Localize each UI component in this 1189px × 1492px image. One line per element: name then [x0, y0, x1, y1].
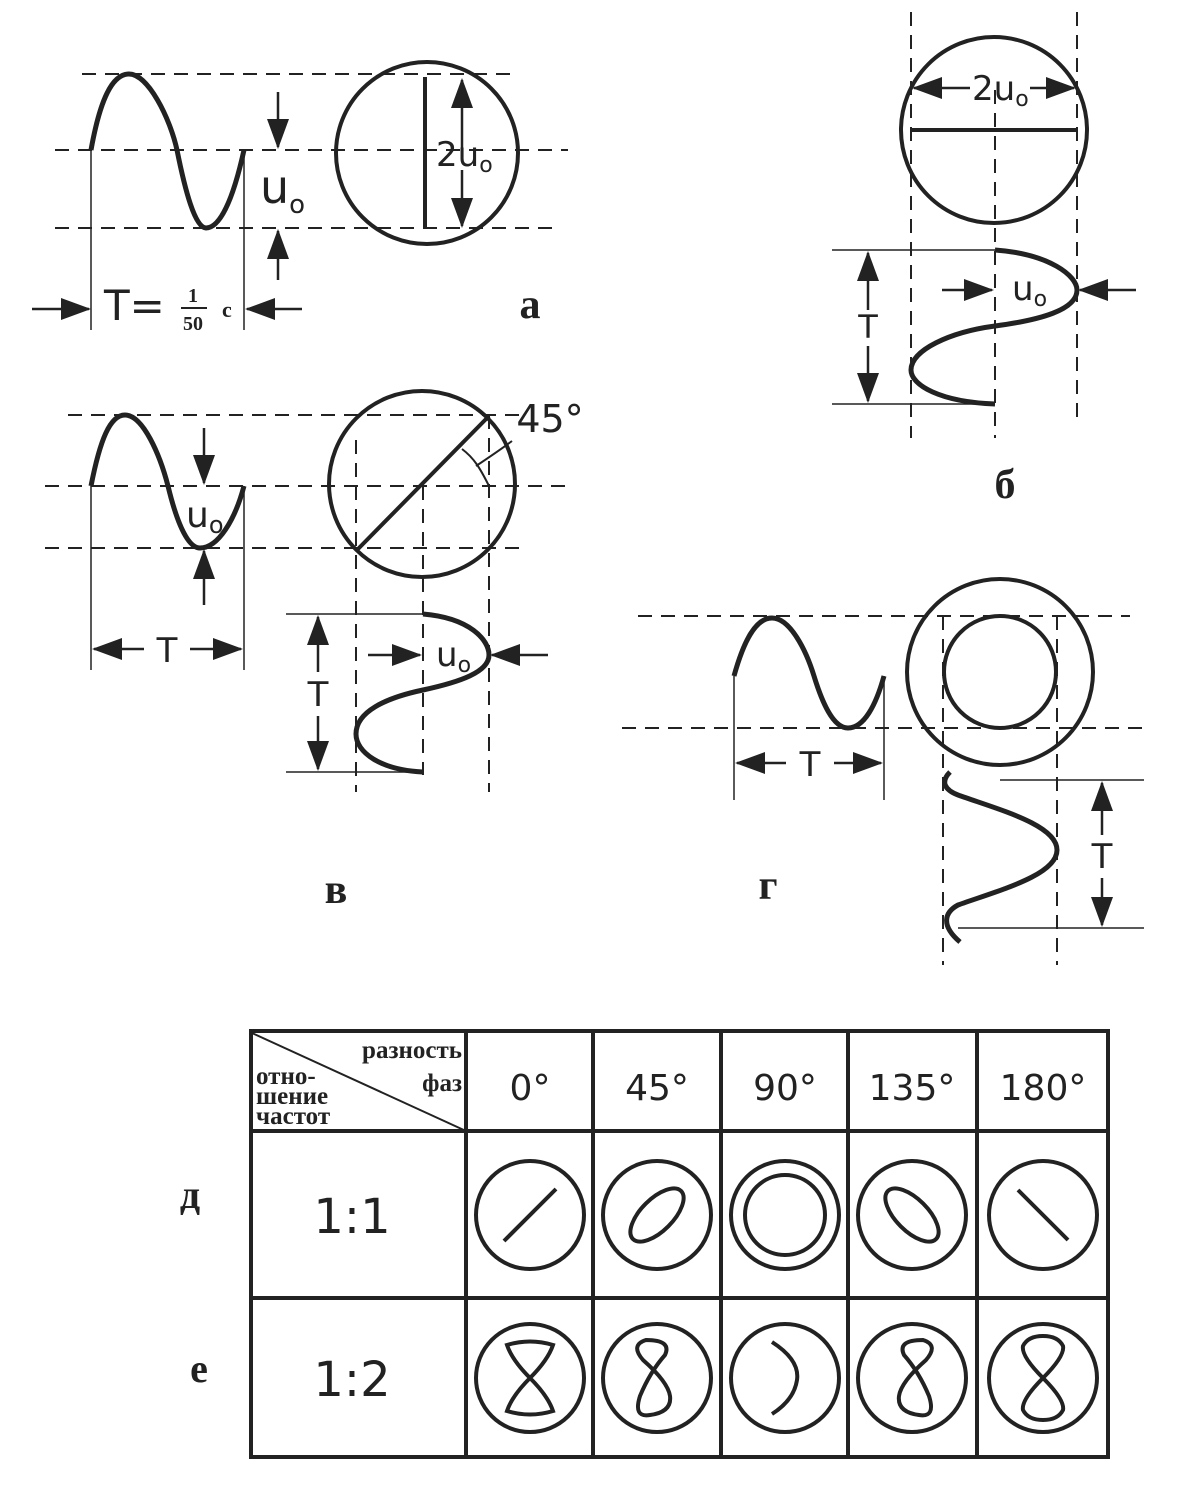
figure-1-2-0-screen [474, 1322, 586, 1434]
panel-a-sine-wave [88, 71, 247, 231]
panel-g-letter: г [758, 863, 777, 909]
header-ratio-label-1: отно- [256, 1063, 316, 1090]
panel-v-period-v-label: T [307, 675, 329, 715]
panel-v-sine-wave-vertical [353, 611, 492, 775]
figure-1-1-45-trace [628, 1186, 686, 1244]
figure-1-1-0-trace [502, 1187, 558, 1243]
panel-g-period-v-label: T [1091, 837, 1113, 877]
panel-b-screen [899, 35, 1089, 225]
table-grid [251, 1031, 1108, 1457]
panel-v-angle-leader [475, 440, 513, 467]
phase-header-45: 45° [625, 1068, 689, 1109]
figure-1-2-180-trace [1020, 1333, 1066, 1423]
ratio-1-2: 1:2 [313, 1352, 390, 1408]
header-phase-label: разность [362, 1037, 462, 1064]
figure-1-1-0-screen [474, 1159, 586, 1271]
panel-g-sine-wave-vertical [942, 770, 1060, 944]
panel-v-letter: в [325, 867, 348, 913]
panel-g: T T г [622, 577, 1145, 965]
phase-header-90: 90° [753, 1068, 817, 1109]
panel-g-sine-wave [731, 615, 887, 731]
figure-1-1-180-trace [1016, 1188, 1070, 1242]
figure-1-2-90-screen [729, 1322, 841, 1434]
figure-1-2-0-trace [504, 1339, 556, 1417]
panel-v-period-h-label: T [156, 631, 178, 671]
phase-header-0: 0° [510, 1068, 551, 1109]
panel-a-u-label: uo [260, 160, 305, 220]
panel-v-angle-label: 45° [516, 397, 583, 441]
phase-header-180: 180° [1000, 1068, 1087, 1109]
panel-a: 2uo uo T= 1 50 с а [32, 60, 568, 335]
row-letter-d: д [180, 1172, 200, 1217]
header-ratio-label-3: частот [256, 1103, 330, 1130]
panel-v-u2-label: uo [436, 635, 471, 678]
panel-a-period-numerator: 1 [188, 285, 198, 307]
header-diagonal [251, 1032, 467, 1132]
panel-a-amp-label: 2uo [436, 135, 493, 178]
panel-g-screen [905, 577, 1095, 767]
panel-a-period-unit: с [222, 297, 232, 322]
panel-g-trace-circle [942, 614, 1058, 730]
panel-g-ticks [733, 676, 1144, 929]
header-ratio-label-2: шение [256, 1083, 328, 1110]
figure-1-1-135-screen [856, 1159, 968, 1271]
figure-1-2-135-screen [856, 1322, 968, 1434]
figure-1-1-45-screen [601, 1159, 713, 1271]
figure-1-1-90-screen [729, 1159, 841, 1271]
figure-1-1-90-trace [743, 1173, 827, 1257]
panel-b-u-label: uo [1012, 269, 1047, 312]
panel-v-angle-arc [461, 448, 490, 487]
panel-b-period-label: T [857, 308, 878, 346]
table-frame [249, 1029, 1110, 1459]
panel-a-guides [55, 73, 568, 229]
panel-g-period-h-label: T [799, 745, 821, 785]
figure-1-1-135-trace [883, 1186, 941, 1244]
panel-v: 45° uo T uo T в [45, 389, 584, 913]
figure-1-2-45-trace [635, 1337, 673, 1418]
panel-b-sine-wave [908, 247, 1080, 407]
panel-b-letter: б [995, 462, 1016, 508]
figure-1-1-180-screen [987, 1159, 1099, 1271]
lissajous-table: разность фаз отно- шение частот 0° 45° 9… [180, 1029, 1110, 1459]
panel-v-ticks [90, 486, 423, 773]
figure-1-2-135-trace [896, 1337, 934, 1418]
panel-b: 2uo uo T б [832, 12, 1136, 508]
figure-1-2-180-screen [987, 1322, 1099, 1434]
panel-v-screen [327, 389, 517, 579]
phase-header-135: 135° [869, 1068, 956, 1109]
panel-v-sine-wave [88, 412, 247, 551]
figure-1-2-90-trace [770, 1340, 800, 1416]
row-letter-e: е [190, 1346, 208, 1391]
ratio-1-1: 1:1 [313, 1189, 390, 1245]
panel-a-letter: а [520, 282, 541, 328]
figure-1-2-45-screen [601, 1322, 713, 1434]
panel-v-guides [45, 414, 570, 792]
panel-v-trace-line [356, 414, 491, 551]
panel-a-ticks [90, 150, 245, 330]
panel-a-period-prefix: T= [103, 281, 165, 330]
panel-a-screen [334, 60, 520, 246]
panel-b-amp-label: 2uo [972, 69, 1029, 112]
header-phase-label-2: фаз [422, 1070, 462, 1097]
panel-a-period-denominator: 50 [183, 313, 203, 335]
panel-v-u-label: uo [186, 495, 224, 539]
